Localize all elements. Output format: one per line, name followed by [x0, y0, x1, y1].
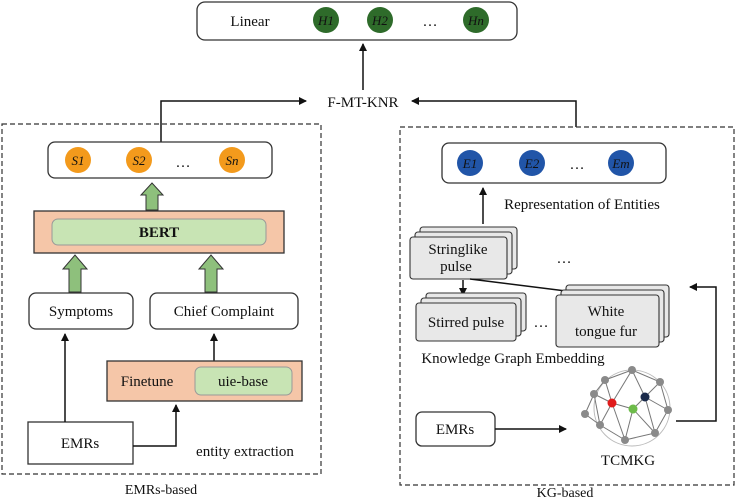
center-label: F-MT-KNR: [327, 95, 398, 111]
white-label-2: tongue fur: [575, 324, 637, 340]
symptoms-label: Symptoms: [49, 304, 113, 320]
arrow-kg-to-center: [411, 97, 577, 127]
representation-label: Representation of Entities: [504, 197, 660, 213]
e1-label: E1: [462, 156, 477, 171]
green-arrow-bert-up: [139, 182, 165, 211]
tcmkg-graph-icon: [581, 366, 672, 447]
stringlike-label-1: Stringlike: [428, 242, 488, 258]
stirred-label: Stirred pulse: [428, 315, 505, 331]
stirred-card-front: [415, 302, 517, 342]
em-label: Em: [611, 156, 629, 171]
linear-label: Linear: [230, 14, 269, 30]
kge-label: Knowledge Graph Embedding: [421, 351, 605, 367]
kg-panel-caption: KG-based: [537, 486, 594, 501]
e1-node: [457, 150, 483, 176]
symptoms-box: [28, 292, 134, 330]
emr-panel-caption: EMRs-based: [125, 483, 197, 498]
tcmkg-label: TCMKG: [601, 453, 655, 469]
s2-label: S2: [133, 153, 147, 168]
h1-label: H1: [317, 13, 334, 28]
e2-label: E2: [524, 156, 540, 171]
hn-node: [463, 7, 489, 33]
s1-label: S1: [72, 153, 85, 168]
kg-panel: [399, 126, 735, 486]
h-ellipsis: …: [423, 14, 438, 30]
s2-node: [126, 147, 152, 173]
hn-label: Hn: [467, 13, 484, 28]
bert-inner: [51, 218, 267, 246]
white-card-front: [555, 294, 660, 348]
arrow-tcmkg-to-embedding: [676, 283, 717, 422]
emrs-right-label: EMRs: [436, 422, 475, 438]
emr-panel: [1, 123, 322, 475]
e2-node: [519, 150, 545, 176]
white-label-1: White: [588, 304, 625, 320]
kg-ellipsis-mid: …: [534, 315, 549, 331]
kg-ellipsis-right: …: [557, 251, 572, 267]
arrow-emrs-to-finetune: [133, 404, 180, 447]
chief-complaint-label: Chief Complaint: [174, 304, 275, 320]
s-ellipsis: …: [176, 155, 191, 171]
finetune-label: Finetune: [121, 374, 174, 390]
green-arrow-symptoms-up: [61, 254, 89, 293]
entity-extraction-label: entity extraction: [196, 444, 294, 460]
emrs-left-label: EMRs: [61, 436, 100, 452]
h2-label: H2: [371, 13, 388, 28]
stringlike-label-2: pulse: [440, 259, 472, 275]
h2-node: [367, 7, 393, 33]
arrow-emr-to-center: [160, 97, 307, 142]
e-nodes-box: [441, 142, 667, 184]
stringlike-card-front: [409, 236, 508, 280]
sn-node: [219, 147, 245, 173]
linear-box: [196, 1, 518, 41]
sn-label: Sn: [226, 153, 239, 168]
bert-label: BERT: [139, 225, 179, 241]
green-arrow-complaint-up: [197, 254, 225, 293]
h1-node: [313, 7, 339, 33]
emrs-left-box: [27, 421, 134, 465]
arrow-stringlike-to-white: [469, 278, 575, 296]
uie-base-label: uie-base: [218, 374, 268, 390]
e-ellipsis: …: [570, 157, 585, 173]
s1-node: [65, 147, 91, 173]
uie-base-box: [194, 366, 293, 396]
chief-complaint-box: [149, 292, 299, 330]
em-node: [608, 150, 634, 176]
s-nodes-box: [47, 141, 273, 179]
